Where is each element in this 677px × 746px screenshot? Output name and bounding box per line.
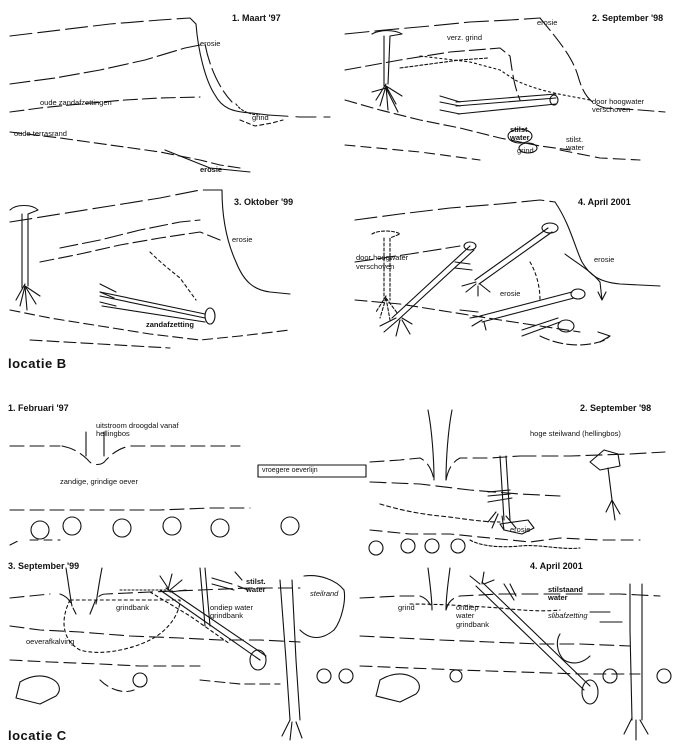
locatie-b-label: locatie B [8, 357, 67, 370]
panel-b2-label-erosie: erosie [537, 19, 557, 27]
panel-b2-label-verz-grind: verz. grind [447, 34, 482, 42]
panel-b4-drawing [355, 200, 660, 345]
panel-c3-drawing [10, 568, 353, 740]
panel-c2-label-hoge-steilwand: hoge steilwand (hellingbos) [530, 430, 621, 438]
panel-b1-drawing [10, 18, 330, 172]
panel-c4-label-ondiep-water: ondiep water grindbank [456, 604, 498, 629]
panel-b4-label-erosie-right: erosie [594, 256, 614, 264]
panel-c4-label-stilstaand-water: stilstaand water [548, 586, 592, 603]
panel-b2-label-door-hoogwater: door hoogwater verschoven [592, 98, 652, 115]
panel-c3-title: 3. September '99 [8, 562, 79, 571]
panel-c3-label-steilrand: steilrand [310, 590, 338, 598]
panel-c1-title: 1. Februari '97 [8, 404, 69, 413]
locatie-c-label: locatie C [8, 729, 67, 742]
panel-c1-label-zandige-oever: zandige, grindige oever [60, 478, 138, 486]
panel-b2-label-stilst-water-left: stilst. water [510, 126, 538, 143]
panel-c4-label-slibafzetting: slibafzetting [548, 612, 588, 620]
panel-c1-label-vroegere-oeverlijn: vroegere oeverlijn [262, 467, 318, 474]
panel-c3-label-stilst-water: stilst. water [246, 578, 276, 595]
panel-c1-drawing [10, 432, 366, 545]
panel-b2-drawing [345, 18, 665, 160]
panel-b2-label-stilst-water-right: stilst. water [566, 136, 596, 153]
panel-c3-label-ondiep-water: ondiep water grindbank [210, 604, 254, 621]
panel-c2-title: 2. September '98 [580, 404, 651, 413]
panel-b1-label-oude-terrasrand: oude terrasrand [14, 130, 67, 138]
panel-c4-label-grind: grind [398, 604, 415, 612]
panel-b4-title: 4. April 2001 [578, 198, 631, 207]
panel-b1-label-erosie-top: erosie [200, 40, 220, 48]
panel-b4-label-erosie-middle: erosie [500, 290, 520, 298]
panel-c4-title: 4. April 2001 [530, 562, 583, 571]
panel-b3-label-erosie: erosie [232, 236, 252, 244]
panel-c1-label-uitstroom: uitstroom droogdal vanaf hellingbos [96, 422, 188, 439]
panel-b4-label-door-hoogwater: door hoogwater verschoven [356, 254, 416, 271]
panel-c3-label-oeverafkalving: oeverafkalving [26, 638, 74, 646]
panel-b3-label-zandafzetting: zandafzetting [146, 321, 194, 329]
panel-b2-label-grind: grind [517, 147, 534, 155]
panel-b1-label-oude-zandafzettingen: oude zandafzettingen [40, 99, 112, 107]
panel-b3-title: 3. Oktober '99 [234, 198, 293, 207]
panel-c2-label-erosie: erosie [510, 526, 530, 534]
panel-b2-title: 2. September '98 [592, 14, 663, 23]
panel-b1-title: 1. Maart '97 [232, 14, 281, 23]
panel-b1-label-grind: grind [252, 114, 269, 122]
panel-c3-label-grindbank: grindbank [116, 604, 149, 612]
panel-c4-drawing [360, 568, 671, 740]
panel-b1-label-erosie-bottom: erosie [200, 166, 222, 174]
